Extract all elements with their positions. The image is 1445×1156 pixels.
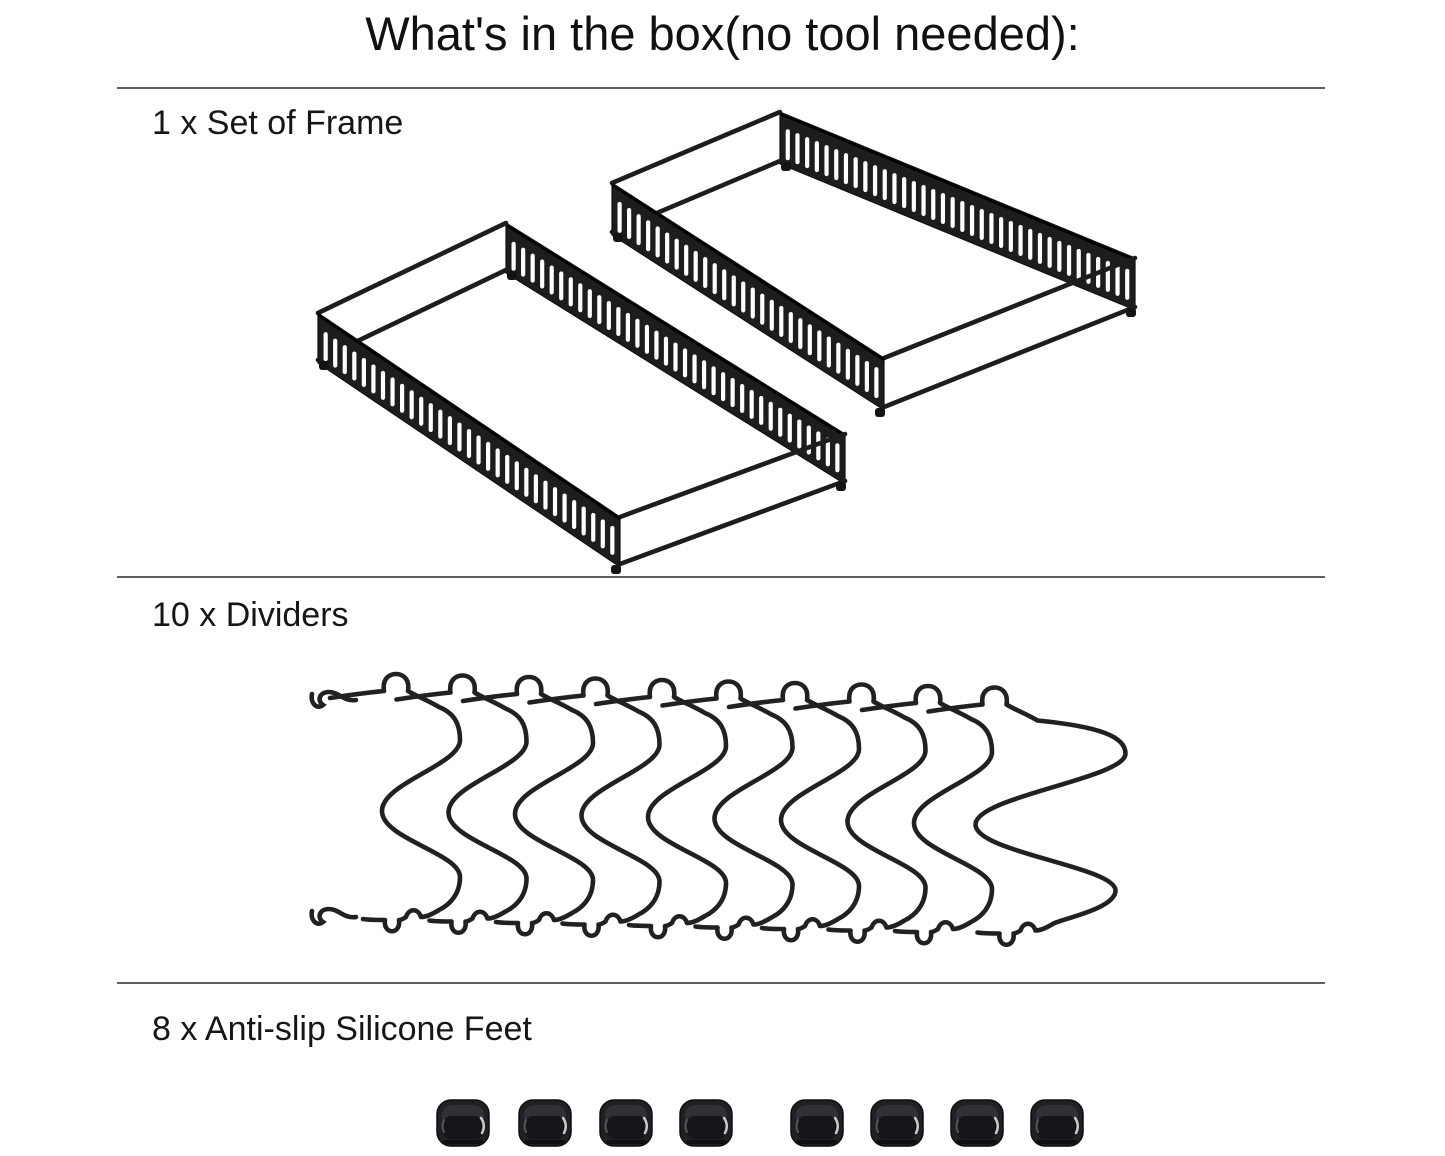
- divider-wire: [394, 673, 529, 935]
- frame-set-illustration: [315, 109, 1138, 574]
- silicone-foot: [1030, 1099, 1084, 1147]
- dividers-illustration: [309, 671, 1128, 947]
- silicone-foot: [679, 1099, 733, 1147]
- silicone-foot: [950, 1099, 1004, 1147]
- section-label-frame: 1 x Set of Frame: [152, 104, 404, 142]
- frame-tray: [609, 109, 1138, 417]
- page-title: What's in the box(no tool needed):: [365, 7, 1080, 60]
- silicone-foot: [518, 1099, 572, 1147]
- silicone-foot: [436, 1099, 490, 1147]
- silicone-foot: [599, 1099, 653, 1147]
- divider-wire: [327, 671, 463, 934]
- silicone-feet-illustration: [436, 1099, 1084, 1147]
- divider-wire: [460, 674, 596, 937]
- separator-line-3: [117, 982, 1325, 984]
- silicone-foot: [870, 1099, 924, 1147]
- frame-tray: [315, 220, 848, 574]
- section-label-dividers: 10 x Dividers: [152, 596, 349, 634]
- divider-wire: [726, 680, 862, 943]
- divider-wire: [926, 685, 1128, 947]
- separator-line-1: [117, 87, 1325, 89]
- divider-end-hook: [309, 906, 359, 926]
- divider-wire: [859, 683, 995, 946]
- separator-line-2: [117, 576, 1325, 578]
- divider-wire: [593, 677, 729, 940]
- divider-wire: [793, 682, 928, 944]
- section-label-feet: 8 x Anti-slip Silicone Feet: [152, 1010, 532, 1048]
- silicone-foot: [790, 1099, 844, 1147]
- divider-end-hook: [309, 689, 359, 709]
- divider-wire: [527, 676, 662, 938]
- divider-wire: [660, 679, 795, 941]
